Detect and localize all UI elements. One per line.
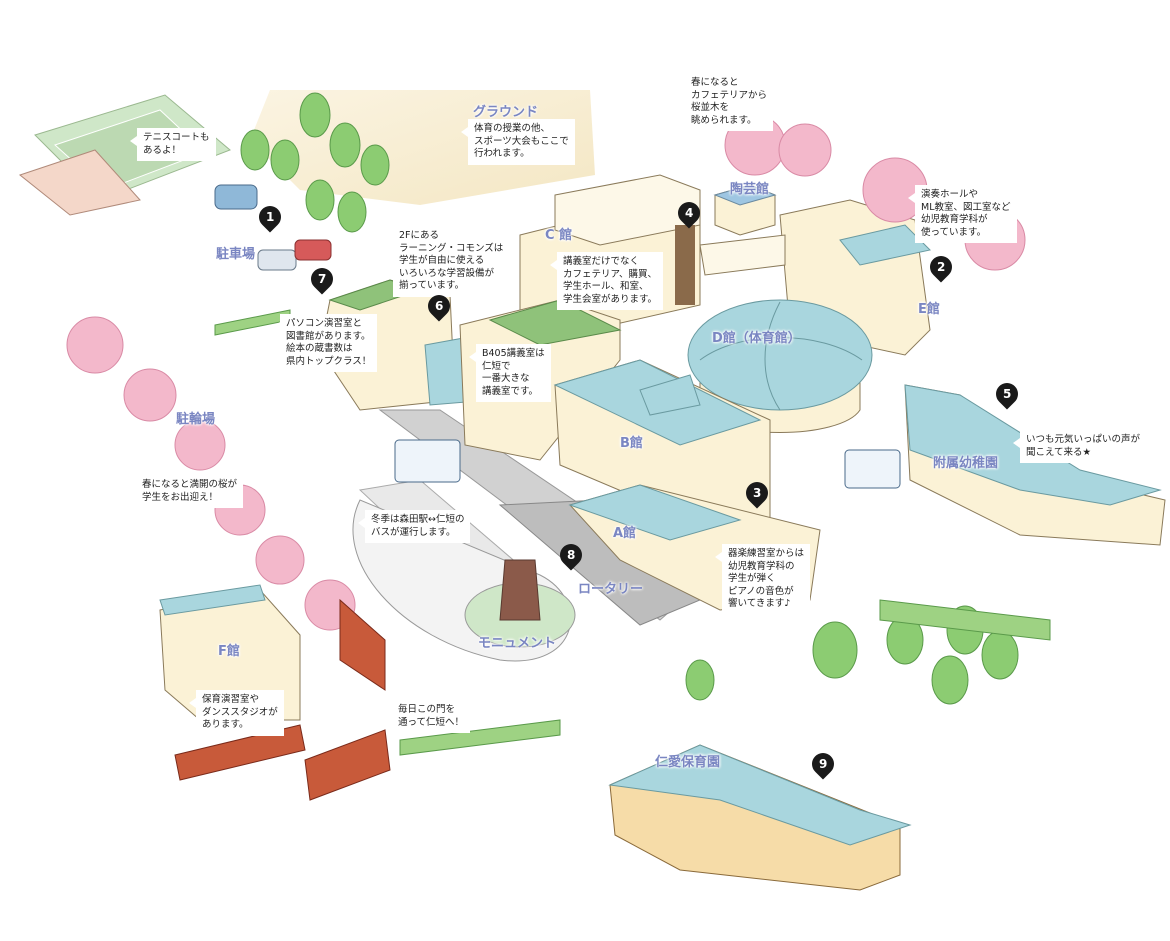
label-tougei: 陶芸館 bbox=[730, 182, 770, 197]
label-monument: モニュメント bbox=[478, 636, 557, 651]
nursery-building bbox=[608, 744, 912, 891]
pin-8-number: 8 bbox=[566, 548, 576, 563]
pin-3-number: 3 bbox=[752, 486, 762, 501]
label-a-building: A館 bbox=[613, 526, 637, 541]
label-nursery: 仁愛保育園 bbox=[655, 755, 721, 770]
note-cherry: 春になると満開の桜が 学生をお出迎え！ bbox=[128, 475, 244, 508]
hedges bbox=[214, 309, 1051, 756]
note-sakura-cafe: 春になると カフェテリアから 桜並木を 眺められます。 bbox=[677, 73, 774, 131]
tougei-building bbox=[713, 184, 777, 236]
label-bike-parking: 駐輪場 bbox=[176, 412, 216, 427]
note-tennis: テニスコートも あるよ！ bbox=[130, 128, 216, 161]
note-kindergarten: いつも元気いっぱいの声が 聞こえて来る★ bbox=[1012, 430, 1147, 463]
pin-5-number: 5 bbox=[1002, 387, 1012, 402]
pin-9-number: 9 bbox=[818, 757, 828, 772]
note-piano: 器楽練習室からは 幼児教育学科の 学生が弾く ピアノの音色が 響いてきます♪ bbox=[714, 544, 811, 615]
label-parking: 駐車場 bbox=[216, 247, 256, 262]
note-learning-commons: 2Fにある ラーニング・コモンズは 学生が自由に使える いろいろな学習設備が 揃… bbox=[385, 226, 510, 297]
label-kindergarten: 附属幼稚園 bbox=[933, 456, 999, 471]
note-e-building: 演奏ホールや ML教室、図工室など 幼児教育学科が 使っています。 bbox=[908, 185, 1017, 243]
pin-1-number: 1 bbox=[265, 210, 275, 225]
d-gym bbox=[687, 299, 873, 433]
label-c-building: C 館 bbox=[545, 228, 573, 243]
pin-6-number: 6 bbox=[434, 299, 444, 314]
pin-2-number: 2 bbox=[936, 260, 946, 275]
walls bbox=[174, 598, 391, 801]
ground-field bbox=[250, 90, 595, 205]
b-building bbox=[553, 359, 771, 521]
note-library: パソコン演習室と 図書館があります。 絵本の蔵書数は 県内トップクラス！ bbox=[272, 314, 378, 372]
label-f-building: F館 bbox=[218, 644, 240, 659]
note-gate: 毎日この門を 通って仁短へ！ bbox=[384, 700, 471, 733]
note-ground: 体育の授業の他、 スポーツ大会もここで 行われます。 bbox=[461, 119, 575, 165]
label-d-gym: D館（体育館） bbox=[712, 331, 801, 346]
pin-7-number: 7 bbox=[317, 272, 327, 287]
pin-4-number: 4 bbox=[684, 206, 694, 221]
note-f-building: 保育演習室や ダンススタジオが あります。 bbox=[189, 690, 284, 736]
f-building bbox=[159, 584, 301, 721]
label-e-building: E館 bbox=[918, 302, 940, 317]
label-ground: グラウンド bbox=[473, 105, 539, 120]
note-bus: 冬季は森田駅↔仁短の バスが運行します。 bbox=[357, 510, 471, 543]
note-b405: B405講義室は 仁短で 一番大きな 講義室です。 bbox=[469, 344, 551, 402]
label-rotary: ロータリー bbox=[578, 582, 644, 597]
note-c-building: 講義室だけでなく カフェテリア、購買、 学生ホール、和室、 学生会室があります。 bbox=[549, 252, 664, 310]
label-b-building: B館 bbox=[620, 436, 643, 451]
bridge-c-e bbox=[699, 234, 786, 276]
vehicles bbox=[214, 184, 901, 489]
